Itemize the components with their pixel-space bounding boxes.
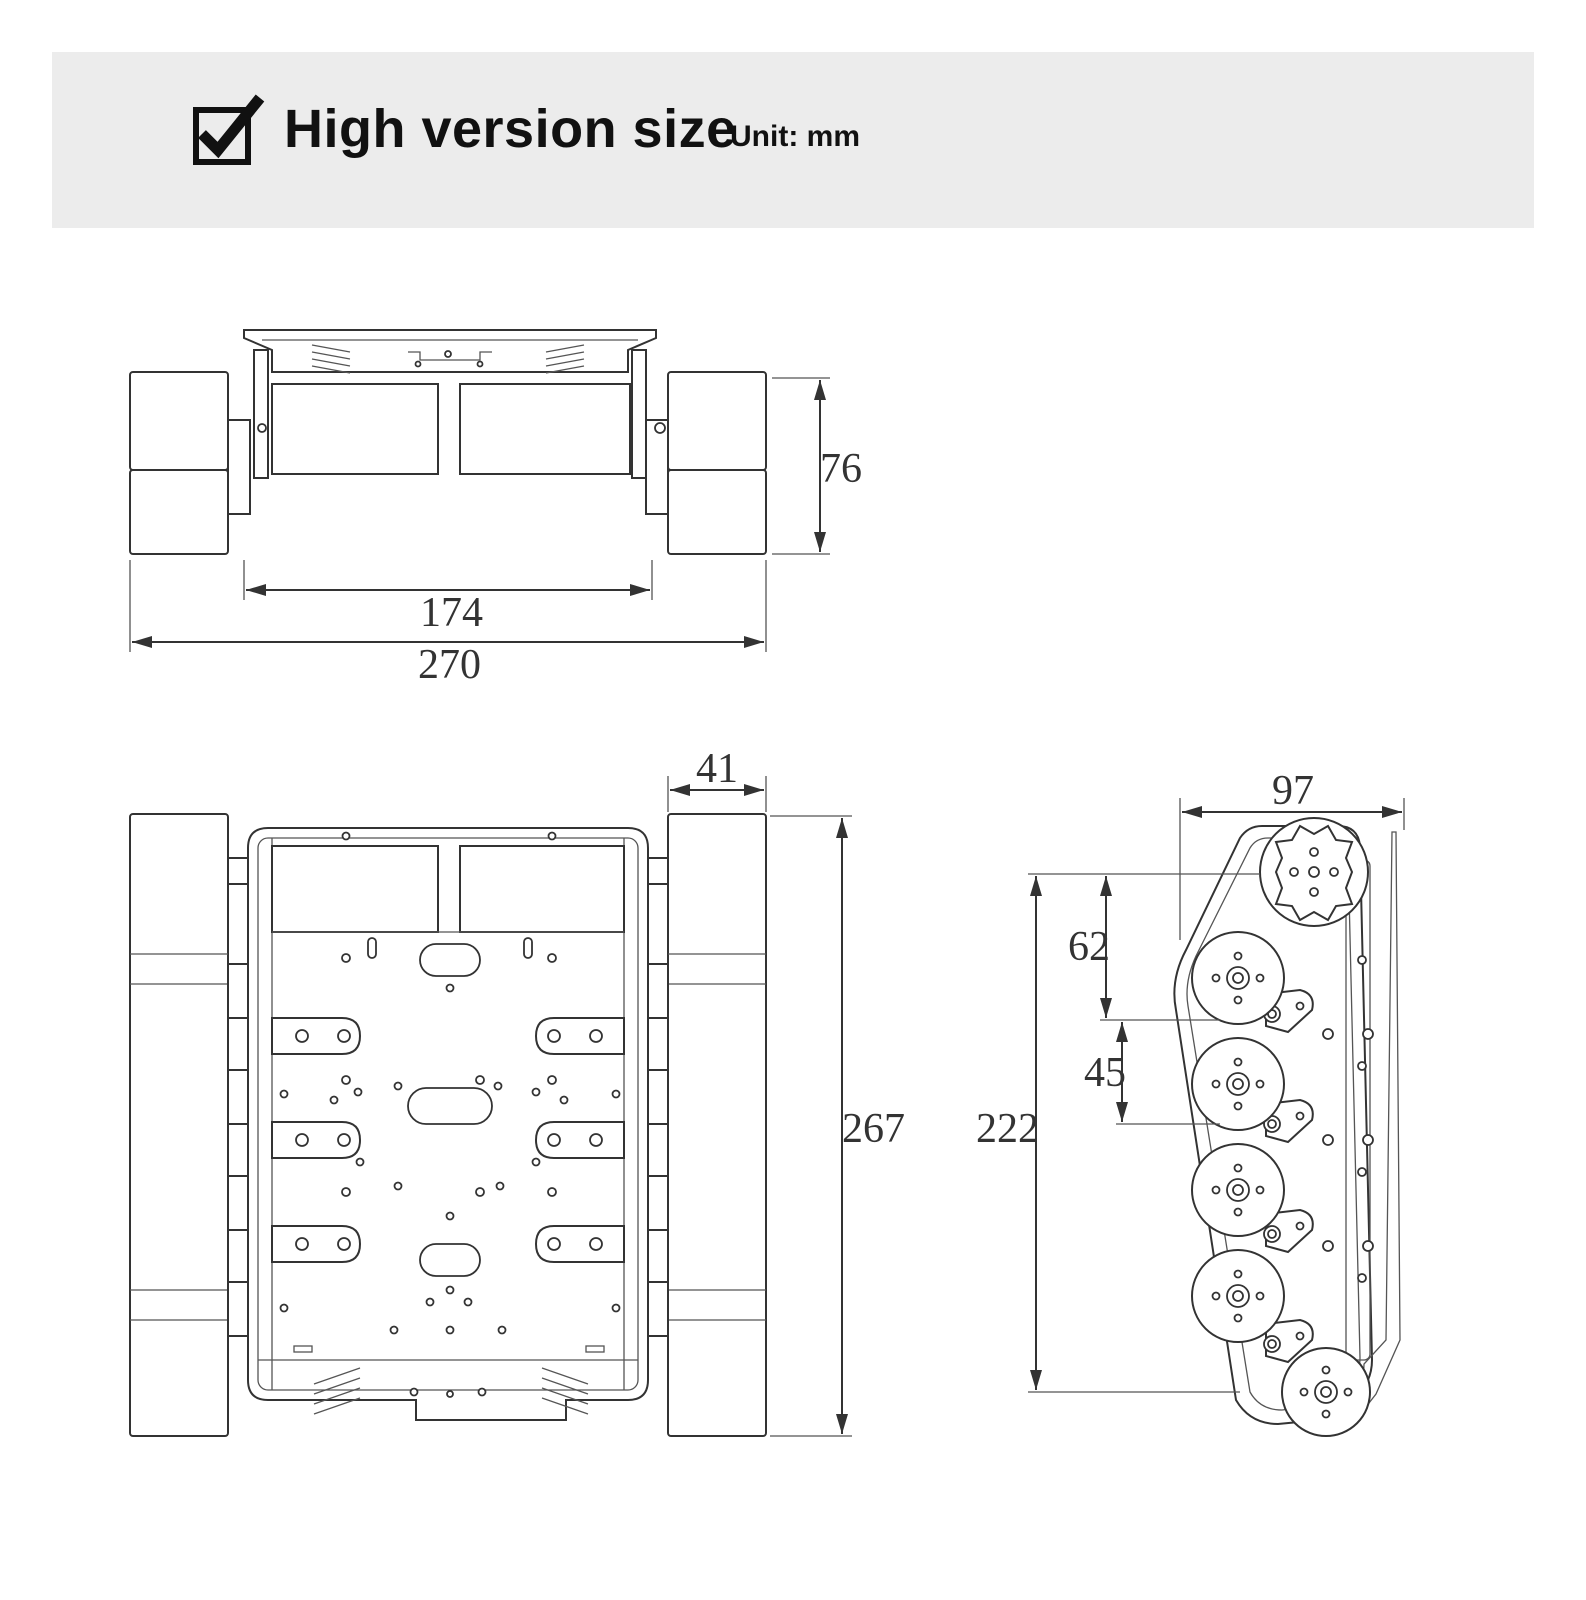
front-overall-width-dim: 270 [418,642,481,688]
front-inner-width-dim: 174 [420,590,483,636]
front-view: 76 174 270 [129,329,862,688]
page-title: High version size [284,99,737,159]
unit-label: Unit: mm [730,120,860,153]
top-length-dim: 267 [842,1106,905,1152]
top-track-width-dim: 41 [696,746,738,792]
checkbox-checked-icon [193,94,265,165]
side-wheelbase-dim: 222 [976,1106,1039,1152]
side-view: 97 62 45 222 [976,768,1405,1437]
header-banner [52,52,1534,228]
top-view: 41 267 [129,746,905,1437]
side-width-dim: 97 [1272,768,1314,814]
front-height-dim: 76 [820,446,862,492]
side-wheel-spacing-dim: 45 [1084,1050,1126,1096]
side-sprocket-offset-dim: 62 [1068,924,1110,970]
